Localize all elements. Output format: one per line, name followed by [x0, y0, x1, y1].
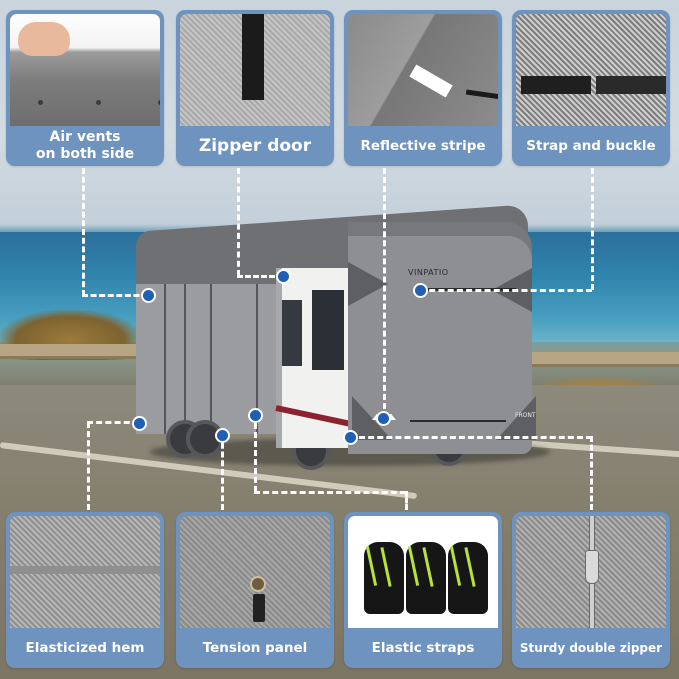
connector-line [591, 168, 594, 290]
marker-dot-double-zipper [343, 430, 358, 445]
marker-dot-zipper-door [276, 269, 291, 284]
connector-line [82, 168, 85, 296]
connector-line [237, 168, 240, 276]
feature-card-elasticized-hem: Elasticized hem [6, 512, 164, 668]
cord-image [465, 89, 498, 100]
front-tag: FRONT [515, 412, 536, 419]
feature-label: Zipper door [198, 135, 312, 156]
feature-label: Tension panel [202, 639, 308, 656]
marker-dot-elastic-straps [248, 408, 263, 423]
feature-label: Elastic straps [371, 639, 475, 656]
connector-line [87, 421, 139, 424]
guardrail-left [0, 344, 140, 359]
connector-line [420, 289, 592, 292]
rv-window [312, 290, 344, 370]
feature-card-elastic-straps: Elastic straps [344, 512, 502, 668]
zipper-door-photo [180, 14, 330, 126]
double-zipper-photo [516, 516, 666, 628]
feature-label: Reflective stripe [360, 137, 486, 154]
strap-bundle-image [448, 542, 488, 614]
marker-dot-strap-and-buckle [413, 283, 428, 298]
brand-logo: VINPATIO [408, 268, 449, 277]
connector-line [383, 168, 386, 418]
reflective-stripe-photo [348, 14, 498, 126]
feature-label: Strap and buckle [526, 137, 656, 154]
feature-card-strap-and-buckle: Strap and buckle [512, 10, 670, 166]
buckle-clip-image [253, 594, 265, 622]
strap-bundle-image [406, 542, 446, 614]
connector-line [590, 436, 593, 510]
connector-line [87, 422, 90, 510]
marker-dot-reflective-stripe [376, 411, 391, 426]
feature-card-sturdy-double-zipper: Sturdy double zipper [512, 512, 670, 668]
marker-dot-air-vents [141, 288, 156, 303]
eyelet-image [250, 576, 266, 592]
connector-line [82, 294, 148, 297]
elastic-straps-photo [348, 516, 498, 628]
elasticized-hem-photo [10, 516, 160, 628]
feature-card-tension-panel: Tension panel [176, 512, 334, 668]
connector-line [405, 491, 408, 510]
feature-card-reflective-stripe: Reflective stripe [344, 10, 502, 166]
hand-image [18, 22, 70, 56]
connector-line [350, 436, 592, 439]
reflective-bar-image [409, 64, 453, 98]
rv-window [282, 300, 302, 366]
buckle-image [596, 76, 666, 94]
strap-buckle-photo [516, 14, 666, 126]
rv-front-strap-bottom [410, 420, 506, 422]
connector-line [221, 434, 224, 510]
feature-card-zipper-door: Zipper door [176, 10, 334, 166]
connector-line [254, 414, 257, 492]
strap-bundle-image [364, 542, 404, 614]
marker-dot-elasticized-hem [132, 416, 147, 431]
zipper-pull-icon [585, 550, 599, 584]
guardrail-right [530, 352, 679, 367]
feature-label: Elasticized hem [25, 639, 145, 656]
tension-panel-photo [180, 516, 330, 628]
feature-label: Sturdy double zipper [519, 640, 663, 655]
buckle-image [521, 76, 591, 94]
marker-dot-tension-panel [215, 428, 230, 443]
strap-image [242, 14, 264, 100]
air-vents-photo [10, 14, 160, 126]
connector-line [237, 275, 283, 278]
connector-line [254, 491, 406, 494]
